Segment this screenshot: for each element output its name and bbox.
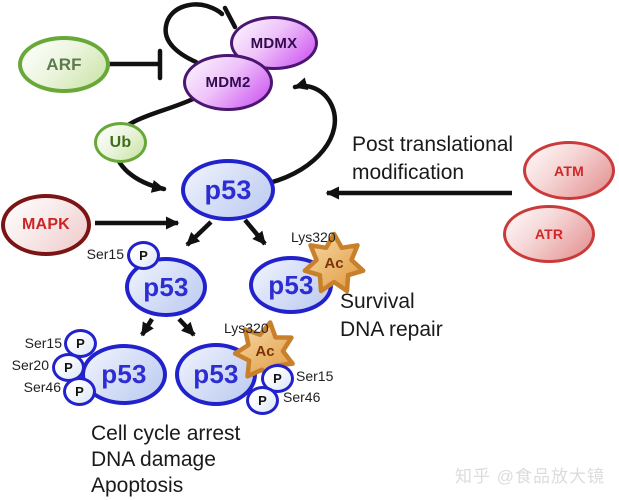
annotation-outcomes: Cell cycle arrest DNA damage Apoptosis	[91, 421, 240, 499]
node-p53-central-label: p53	[204, 174, 252, 205]
edge-mdm2-autoinhibition-loop	[163, 2, 225, 65]
phospho-badge-row2-ser15: P	[127, 241, 160, 270]
node-p53-phospho-acetyl-label: p53	[193, 359, 239, 389]
edge-p53-to-phospho-p53	[185, 220, 213, 247]
node-mapk: MAPK	[1, 194, 91, 256]
acetyl-badge-row3: Ac	[255, 343, 275, 360]
node-p53-acetyl-label: p53	[268, 269, 314, 300]
phospho-badge-letter: P	[64, 360, 73, 375]
watermark-zhihu: 知乎 @食品放大镜	[455, 467, 605, 486]
edge-mdm2-autoinhibition-tbar	[222, 5, 238, 30]
residue-label-row3mid-ser15: Ser15	[296, 368, 334, 384]
node-atr: ATR	[503, 205, 595, 263]
node-p53-phospho-single-label: p53	[143, 271, 189, 302]
phospho-badge-row3mid-ser15: P	[261, 364, 294, 393]
acetyl-star-row2	[302, 231, 366, 294]
acetyl-star-shape	[302, 231, 366, 294]
node-mdmx-label: MDMX	[250, 34, 298, 52]
edge-phospho-p53-to-phospho-acetyl	[177, 317, 196, 337]
node-mdm2: MDM2	[183, 54, 273, 111]
residue-label-row3mid-lys320: Lys320	[224, 320, 269, 336]
node-ub-label: Ub	[109, 133, 132, 151]
node-ub: Ub	[94, 122, 147, 163]
acetyl-star-row3	[232, 320, 295, 384]
residue-label-row3mid-ser46: Ser46	[283, 389, 321, 405]
annotation-line: modification	[352, 161, 465, 184]
node-arf-label: ARF	[46, 54, 82, 74]
residue-label-row2-lys320: Lys320	[291, 229, 336, 245]
node-mapk-label: MAPK	[22, 216, 70, 233]
residue-label-row3-ser15: Ser15	[24, 335, 62, 351]
node-atm-label: ATM	[554, 162, 584, 179]
annotation-line: Apoptosis	[91, 474, 184, 497]
phospho-badge-row3-ser46: P	[63, 377, 96, 406]
annotation-survival: Survival DNA repair	[340, 288, 443, 344]
edge-phospho-p53-to-triple-phospho	[140, 317, 154, 337]
residue-label-row2-ser15: Ser15	[86, 246, 124, 262]
phospho-badge-letter: P	[139, 248, 148, 263]
edge-p53-activates-mdm2	[266, 77, 338, 186]
node-atr-label: ATR	[534, 226, 564, 242]
phospho-badge-row3mid-ser46: P	[246, 386, 279, 415]
node-mdm2-label: MDM2	[205, 74, 251, 91]
node-arf: ARF	[18, 36, 110, 93]
phospho-badge-letter: P	[75, 384, 84, 399]
node-p53-central: p53	[181, 159, 275, 221]
phospho-badge-letter: P	[258, 393, 267, 408]
node-p53-phospho-triple-label: p53	[101, 359, 147, 389]
annotation-line: Survival	[340, 290, 415, 313]
residue-label-row3-ser20: Ser20	[11, 357, 49, 373]
residue-label-row3-ser46: Ser46	[23, 379, 61, 395]
edge-p53-to-acetyl-p53	[243, 218, 267, 246]
annotation-line: DNA damage	[91, 448, 216, 471]
annotation-line: Post translational	[352, 133, 514, 156]
annotation-post-translational: Post translational modification	[352, 131, 513, 187]
annotation-line: Cell cycle arrest	[91, 422, 241, 445]
phospho-badge-letter: P	[273, 371, 282, 386]
acetyl-star-shape	[232, 320, 295, 384]
acetyl-badge-row2: Ac	[324, 255, 344, 272]
phospho-badge-letter: P	[76, 336, 85, 351]
annotation-line: DNA repair	[340, 318, 443, 341]
node-atm: ATM	[523, 141, 615, 200]
